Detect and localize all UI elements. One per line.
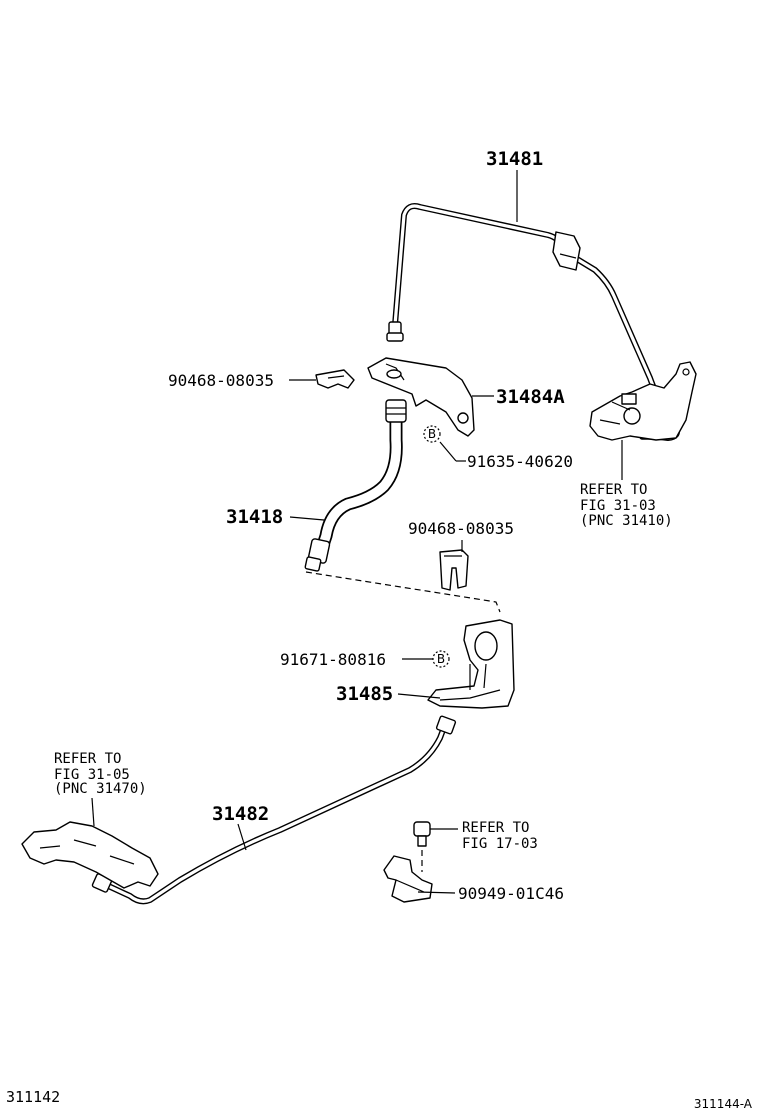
dashed-connector <box>305 571 501 613</box>
label-bolt-top: 91635-40620 <box>467 452 573 471</box>
ref-fig-31-05: REFER TO FIG 31-05 (PNC 31470) <box>54 751 147 797</box>
svg-text:FIG 17-03: FIG 17-03 <box>462 836 538 852</box>
label-31418: 31418 <box>226 506 283 528</box>
bracket-31485[interactable] <box>427 619 515 709</box>
clip-top[interactable] <box>315 369 355 389</box>
label-31481: 31481 <box>486 148 543 170</box>
bolt-fig-17-03 <box>413 821 431 872</box>
label-clip-top: 90468-08035 <box>168 371 274 390</box>
bracket-31484a[interactable] <box>367 357 475 437</box>
label-31482: 31482 <box>212 803 269 825</box>
leader-lines <box>91 170 623 894</box>
ref-fig-31-03: REFER TO FIG 31-03 (PNC 31410) <box>580 482 673 529</box>
svg-text:REFER TO: REFER TO <box>580 482 647 498</box>
label-clamp-bottom: 90949-01C46 <box>458 884 564 903</box>
svg-text:REFER TO: REFER TO <box>462 820 529 836</box>
label-bolt-mid: 91671-80816 <box>280 650 386 669</box>
badge-bolt-mid: B <box>432 650 450 668</box>
ref-fig-17-03: REFER TO FIG 17-03 <box>462 820 538 852</box>
valve-assembly <box>589 361 697 441</box>
reference-component-31470 <box>21 821 159 889</box>
svg-text:FIG 31-05: FIG 31-05 <box>54 767 130 783</box>
svg-text:(PNC 31470): (PNC 31470) <box>54 781 147 797</box>
clip-mid[interactable] <box>439 549 469 591</box>
svg-text:(PNC 31410): (PNC 31410) <box>580 513 673 529</box>
badge-bolt-top: B <box>423 425 441 443</box>
label-31485: 31485 <box>336 683 393 705</box>
clamp-90949-01c46[interactable] <box>383 855 433 903</box>
footer-left-id: 311142 <box>6 1088 60 1106</box>
label-clip-mid: 90468-08035 <box>408 519 514 538</box>
badge-b-icon: B <box>437 652 445 666</box>
badge-b-icon: B <box>428 427 436 441</box>
flex-hose-31418[interactable] <box>304 399 407 572</box>
footer-right-id: 311144-A <box>694 1097 753 1111</box>
svg-text:REFER TO: REFER TO <box>54 751 121 767</box>
svg-text:FIG 31-03: FIG 31-03 <box>580 498 656 514</box>
label-31484a: 31484A <box>496 386 565 408</box>
